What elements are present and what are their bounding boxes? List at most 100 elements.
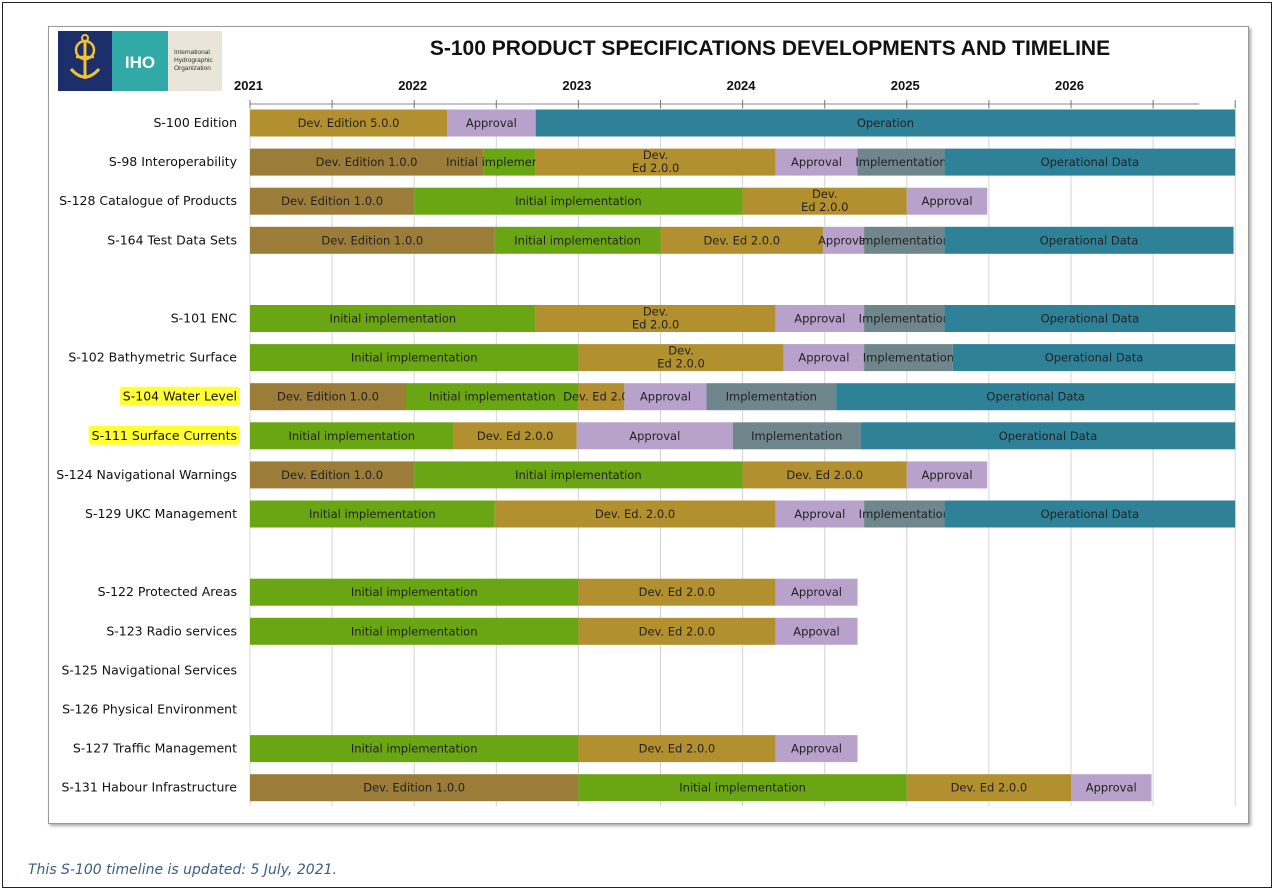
timeline-bar <box>250 305 536 332</box>
bar-label: Approval <box>791 585 842 599</box>
timeline-bar <box>250 383 406 411</box>
timeline-bar <box>732 422 861 450</box>
bar-label: Ed 2.0.0 <box>632 161 679 175</box>
bar-label: Approval <box>922 468 973 482</box>
logo-text-line-3: Organization <box>174 65 211 72</box>
timeline-bar <box>775 148 858 176</box>
bar-label: Dev. Edition 1.0.0 <box>281 194 383 208</box>
bar-label: Implementation <box>859 312 950 326</box>
x-tick-label: 2026 <box>1055 78 1084 93</box>
bar-label: Dev. <box>668 344 694 358</box>
timeline-bar <box>864 500 945 528</box>
timeline-bar <box>944 305 1236 332</box>
row-highlight <box>119 386 240 406</box>
bar-label: Approval <box>1086 781 1137 795</box>
row-label: S-98 Interoperability <box>109 154 238 169</box>
iho-logo: IHO International Hydrographic Organizat… <box>58 31 222 91</box>
timeline-bar <box>944 226 1234 254</box>
timeline-bar <box>576 422 733 450</box>
row-label: S-104 Water Level <box>123 389 237 404</box>
timeline-bar <box>535 148 776 176</box>
bar-label: Approval <box>791 155 842 169</box>
timeline-bar <box>250 617 579 645</box>
timeline-bar <box>453 422 577 450</box>
timeline-bar <box>494 500 776 528</box>
timeline-bar <box>775 735 858 763</box>
timeline-bar <box>624 383 707 411</box>
bar-label: Dev. Ed 2.0.0 <box>563 390 640 404</box>
bar-label: Approval <box>640 390 691 404</box>
timeline-bar <box>494 226 661 254</box>
bar-label: Approval <box>791 742 842 756</box>
bar-label: Approval <box>922 194 973 208</box>
bar-label: Dev. Ed 2.0.0 <box>786 468 863 482</box>
bar-label: Operational Data <box>1041 507 1140 521</box>
bar-label: Operational Data <box>1040 233 1139 247</box>
bar-label: Approval <box>629 429 680 443</box>
row-label: S-164 Test Data Sets <box>107 232 237 247</box>
bar-label: Initial implementation <box>429 390 556 404</box>
timeline-bar <box>250 344 579 372</box>
bar-label: Initial implementation <box>514 233 641 247</box>
bar-label: Dev. Ed. 2.0.0 <box>595 507 675 521</box>
bar-label: Implementation <box>859 507 950 521</box>
timeline-bar <box>660 226 824 254</box>
logo-text-background <box>168 31 222 91</box>
bar-label: Initial implementation <box>351 351 478 365</box>
timeline-bar <box>742 187 907 215</box>
logo-abbr-background <box>112 31 168 91</box>
bar-label: Ed 2.0.0 <box>801 200 848 214</box>
bar-label: Dev. <box>643 148 669 162</box>
row-label: S-122 Protected Areas <box>98 584 237 599</box>
timeline-bar <box>775 305 865 332</box>
bar-label: Ed 2.0.0 <box>657 357 704 371</box>
bar-label: Approval <box>794 507 845 521</box>
bar-label: Dev. Ed 2.0.0 <box>639 624 716 638</box>
timeline-bar <box>864 344 953 372</box>
bar-label: Approval <box>466 116 517 130</box>
bar-label: Operation <box>857 116 914 130</box>
x-tick-label: 2022 <box>398 78 427 93</box>
row-label: S-127 Traffic Management <box>73 741 237 756</box>
timeline-bar <box>860 422 1236 450</box>
timeline-bar <box>250 774 579 802</box>
chart-title: S-100 PRODUCT SPECIFICATIONS DEVELOPMENT… <box>429 37 1111 60</box>
timeline-bar <box>906 187 988 215</box>
timeline-bar <box>578 578 776 606</box>
row-highlight <box>88 425 240 445</box>
timeline-bar <box>578 344 784 372</box>
bar-label: Operational Data <box>1045 351 1144 365</box>
bar-label: Dev. Edition 1.0.0 <box>277 390 379 404</box>
bar-label: Implementation <box>855 155 946 169</box>
bar-label: Implementation <box>751 429 842 443</box>
timeline-bar <box>706 383 837 411</box>
bar-label: Operational Data <box>1041 155 1140 169</box>
row-label: S-129 UKC Management <box>85 506 237 521</box>
bar-label: Initial implementation <box>288 429 415 443</box>
timeline-bar <box>578 774 907 802</box>
bar-label: Operational Data <box>999 429 1098 443</box>
row-label: S-102 Bathymetric Surface <box>68 350 237 365</box>
x-tick-label: 2024 <box>727 78 757 93</box>
timeline-bar <box>405 383 579 411</box>
bar-label: Approval <box>798 351 849 365</box>
row-label: S-101 ENC <box>171 311 238 326</box>
bar-label: Dev. Edition 1.0.0 <box>321 233 423 247</box>
timeline-bar <box>775 500 865 528</box>
timeline-bar <box>447 109 536 137</box>
bar-label: Dev. <box>812 187 838 201</box>
timeline-bar <box>906 461 988 489</box>
timeline-bar <box>823 226 865 254</box>
timeline-bar <box>250 422 454 450</box>
bar-label: Initial implementation <box>309 507 436 521</box>
bar-label: Initial implementation <box>351 624 478 638</box>
bar-label: Implementation <box>859 233 950 247</box>
bar-label: Ed 2.0.0 <box>632 318 679 332</box>
timeline-bar <box>1071 774 1152 802</box>
x-tick-label: 2025 <box>891 78 920 93</box>
row-label: S-125 Navigational Services <box>61 662 237 677</box>
logo-text-line-1: International <box>174 49 210 56</box>
timeline-bar <box>775 578 858 606</box>
